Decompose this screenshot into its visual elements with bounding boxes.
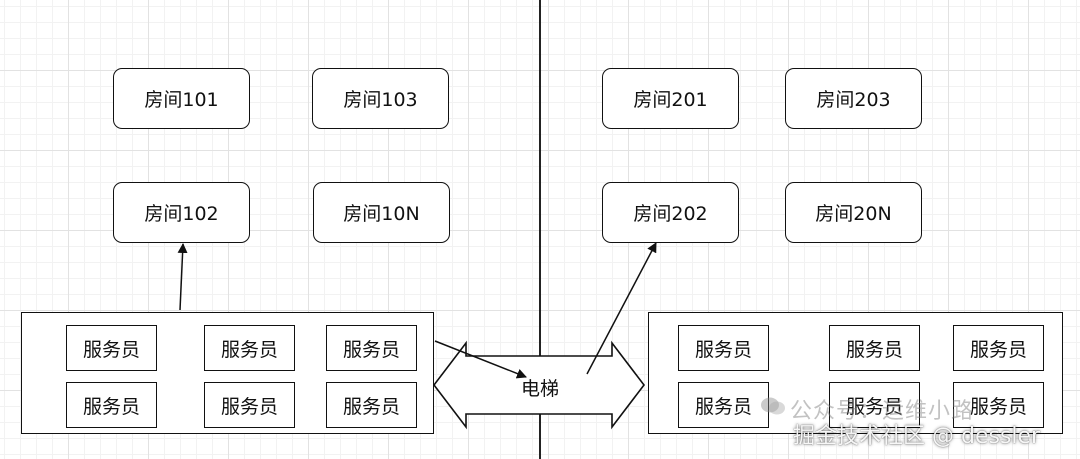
wechat-icon <box>760 396 786 416</box>
floor-divider-line <box>539 0 541 459</box>
room-10n-label: 房间10N <box>343 203 420 225</box>
room-202-label: 房间202 <box>633 203 708 225</box>
waiter-box: 服务员 <box>204 382 295 428</box>
waiter-box: 服务员 <box>678 382 769 428</box>
room-201: 房间201 <box>602 68 739 129</box>
room-202: 房间202 <box>602 182 739 243</box>
elevator-label: 电梯 <box>520 378 559 400</box>
waiter-label: 服务员 <box>82 395 140 418</box>
room-201-label: 房间201 <box>633 89 708 111</box>
waiter-label: 服务员 <box>845 338 903 361</box>
waiter-label: 服务员 <box>220 338 278 361</box>
room-20n-label: 房间20N <box>815 203 892 225</box>
waiter-label: 服务员 <box>342 395 400 418</box>
room-101-label: 房间101 <box>144 89 219 111</box>
waiter-label: 服务员 <box>969 395 1027 418</box>
room-203: 房间203 <box>785 68 922 129</box>
waiter-box: 服务员 <box>204 325 295 371</box>
room-101: 房间101 <box>113 68 250 129</box>
waiter-label: 服务员 <box>694 395 752 418</box>
waiter-label: 服务员 <box>845 395 903 418</box>
room-10n: 房间10N <box>313 182 450 243</box>
waiter-box: 服务员 <box>829 325 920 371</box>
waiter-label: 服务员 <box>969 338 1027 361</box>
room-20n: 房间20N <box>785 182 922 243</box>
waiter-box: 服务员 <box>326 382 417 428</box>
waiter-label: 服务员 <box>694 338 752 361</box>
arrow-waiters-to-elevator <box>434 340 527 379</box>
waiter-box: 服务员 <box>326 325 417 371</box>
watermark-account: 公众号：运维小路 <box>790 399 975 424</box>
waiter-box: 服务员 <box>953 382 1044 428</box>
room-102: 房间102 <box>113 182 250 243</box>
watermark-site: 掘金技术社区 @ dessler <box>793 424 1041 449</box>
arrow-waiters-to-room-102 <box>177 243 188 311</box>
room-203-label: 房间203 <box>816 89 891 111</box>
waiter-box: 服务员 <box>953 325 1044 371</box>
waiter-label: 服务员 <box>82 338 140 361</box>
waiter-label: 服务员 <box>220 395 278 418</box>
room-103: 房间103 <box>312 68 449 129</box>
waiter-box: 服务员 <box>66 382 157 428</box>
waiter-box: 服务员 <box>66 325 157 371</box>
waiter-label: 服务员 <box>342 338 400 361</box>
room-103-label: 房间103 <box>343 89 418 111</box>
waiter-box: 服务员 <box>678 325 769 371</box>
arrow-elevator-to-room-202 <box>586 242 657 375</box>
room-102-label: 房间102 <box>144 203 219 225</box>
waiter-box: 服务员 <box>829 382 920 428</box>
